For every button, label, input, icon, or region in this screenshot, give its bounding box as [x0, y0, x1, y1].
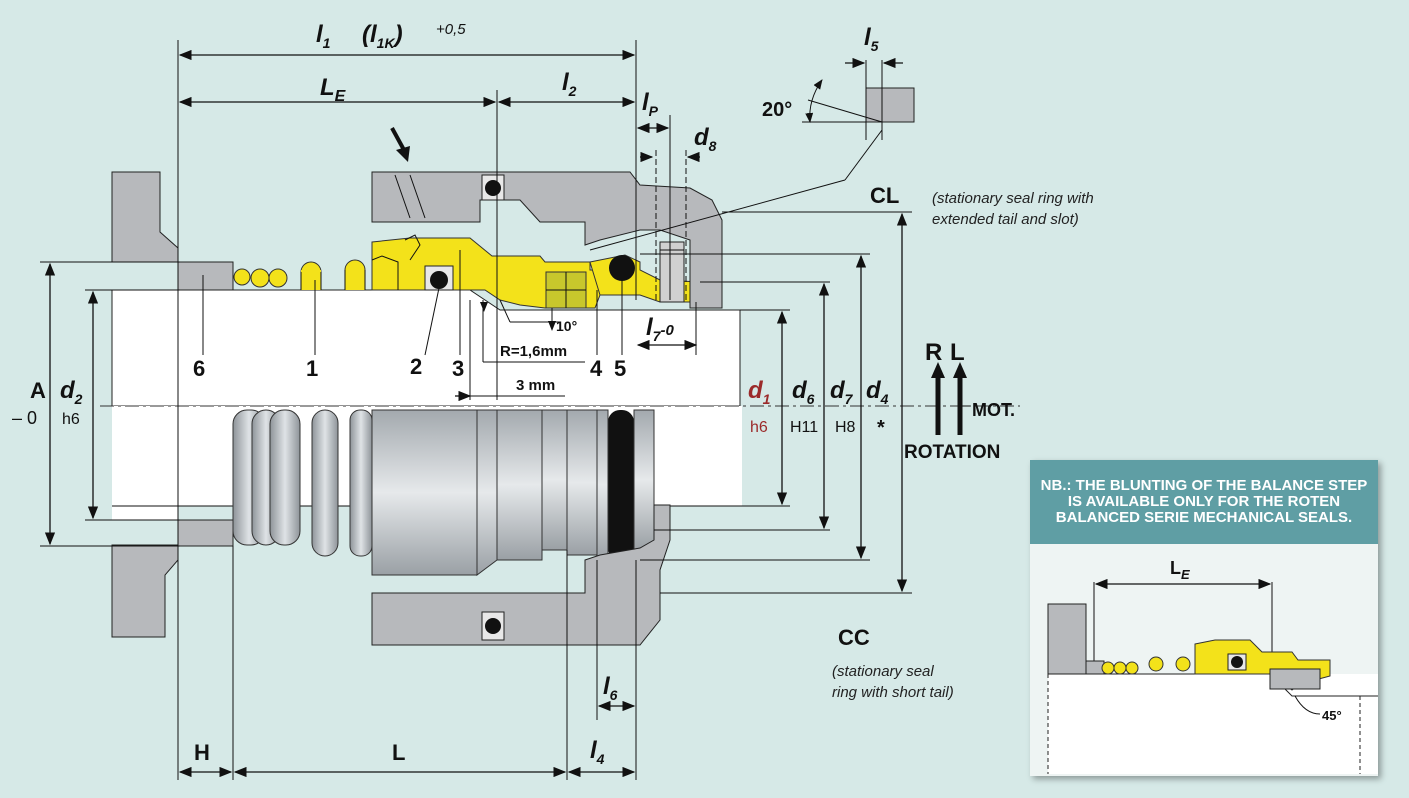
dim-a: A: [30, 378, 46, 403]
o-ring-housing-seal: [485, 180, 501, 196]
gland-flange-bottom: [111, 544, 179, 638]
dim-l7: l: [646, 314, 654, 341]
dim-h: H: [194, 740, 210, 765]
svg-text:(l1K): (l1K): [362, 21, 403, 51]
dim-d6-tol: H11: [790, 419, 818, 436]
svg-text:l7-0: l7-0: [646, 314, 674, 344]
o-ring-housing-seal-bottom: [485, 618, 501, 634]
dim-le: L: [320, 74, 335, 101]
part-1: 1: [306, 356, 318, 381]
seal-face-3d: [496, 409, 543, 561]
dim-d8: d: [694, 124, 710, 151]
svg-text:d8: d8: [694, 124, 717, 154]
spring-coil: [233, 268, 251, 286]
svg-text:d4: d4: [866, 377, 889, 407]
dim-d2-tol: h6: [62, 411, 80, 428]
angle-10: 10°: [556, 318, 577, 334]
rotation-r: R: [925, 339, 942, 366]
slot-detail: [865, 87, 915, 123]
label-rotation: ROTATION: [904, 442, 1000, 463]
inset-dim-le: L: [1170, 558, 1181, 578]
dim-l4: l: [590, 737, 598, 764]
dim-l1k: (l: [362, 21, 378, 48]
radius-label: R=1,6mm: [500, 343, 567, 360]
o-ring: [430, 271, 448, 289]
dim-d6: d: [792, 377, 808, 404]
dim-l1: l: [316, 21, 324, 48]
dim-l: L: [392, 740, 405, 765]
cl-note-line2: extended tail and slot): [932, 211, 1079, 228]
mm3-label: 3 mm: [516, 377, 555, 394]
sleeve-collar-top: [177, 261, 234, 291]
dim-d7: d: [830, 377, 846, 404]
cl-note-line1: (stationary seal ring with: [932, 190, 1094, 207]
svg-text:d6: d6: [792, 377, 815, 407]
inset-note-box: NB.: THE BLUNTING OF THE BALANCE STEP IS…: [1030, 460, 1378, 776]
gland-flange-top: [111, 171, 179, 263]
dim-l5: l: [864, 24, 872, 51]
svg-text:LE: LE: [320, 74, 347, 105]
dim-d1-tol: h6: [750, 419, 768, 436]
rotation-l: L: [950, 339, 965, 366]
dim-lp: l: [642, 89, 650, 116]
o-ring-stationary: [609, 255, 635, 281]
spring-3d: [232, 409, 373, 557]
svg-text:d1: d1: [748, 377, 771, 407]
svg-text:l6: l6: [603, 673, 618, 703]
cc-note-line2: ring with short tail): [832, 684, 954, 701]
svg-text:LE: LE: [1170, 558, 1190, 582]
dim-l2: l: [562, 69, 570, 96]
seal-body-3d: [371, 409, 478, 576]
inset-header: NB.: THE BLUNTING OF THE BALANCE STEP IS…: [1030, 460, 1378, 544]
tolerance-l1: +0,5: [436, 21, 466, 38]
sleeve-collar-bottom: [177, 519, 234, 547]
part-4: 4: [590, 356, 603, 381]
angle-20: 20°: [762, 99, 792, 121]
dim-l6: l: [603, 673, 611, 700]
svg-text:lP: lP: [642, 89, 659, 119]
svg-text:d2: d2: [60, 377, 83, 407]
svg-text:l5: l5: [864, 24, 879, 54]
part-5: 5: [614, 356, 626, 381]
dim-d2: d: [60, 377, 76, 404]
label-cl: CL: [870, 183, 899, 208]
label-cc: CC: [838, 625, 870, 650]
part-2: 2: [410, 354, 422, 379]
cc-note-line1: (stationary seal: [832, 663, 934, 680]
dim-d4-tol: *: [877, 417, 885, 439]
svg-text:l4: l4: [590, 737, 605, 767]
part-3: 3: [452, 356, 464, 381]
dim-d7-tol: H8: [835, 419, 856, 436]
seal-housing-bottom: [371, 504, 671, 646]
inset-angle-45: 45°: [1322, 708, 1342, 723]
dim-d1: d: [748, 377, 764, 404]
o-ring-3d: [608, 410, 634, 560]
label-mot: MOT.: [972, 400, 1015, 420]
spring-coil: [250, 268, 270, 288]
inset-drawing: LE 45°: [1047, 558, 1378, 774]
spring-coil: [268, 268, 288, 288]
part-6: 6: [193, 356, 205, 381]
anti-rotation-pin: [659, 241, 685, 303]
dim-d4: d: [866, 377, 882, 404]
svg-text:l2: l2: [562, 69, 577, 99]
svg-text:d7: d7: [830, 377, 854, 407]
dim-a-tol: – 0: [12, 408, 37, 428]
seal-step-3d: [476, 409, 498, 576]
svg-text:l1: l1: [316, 21, 331, 51]
